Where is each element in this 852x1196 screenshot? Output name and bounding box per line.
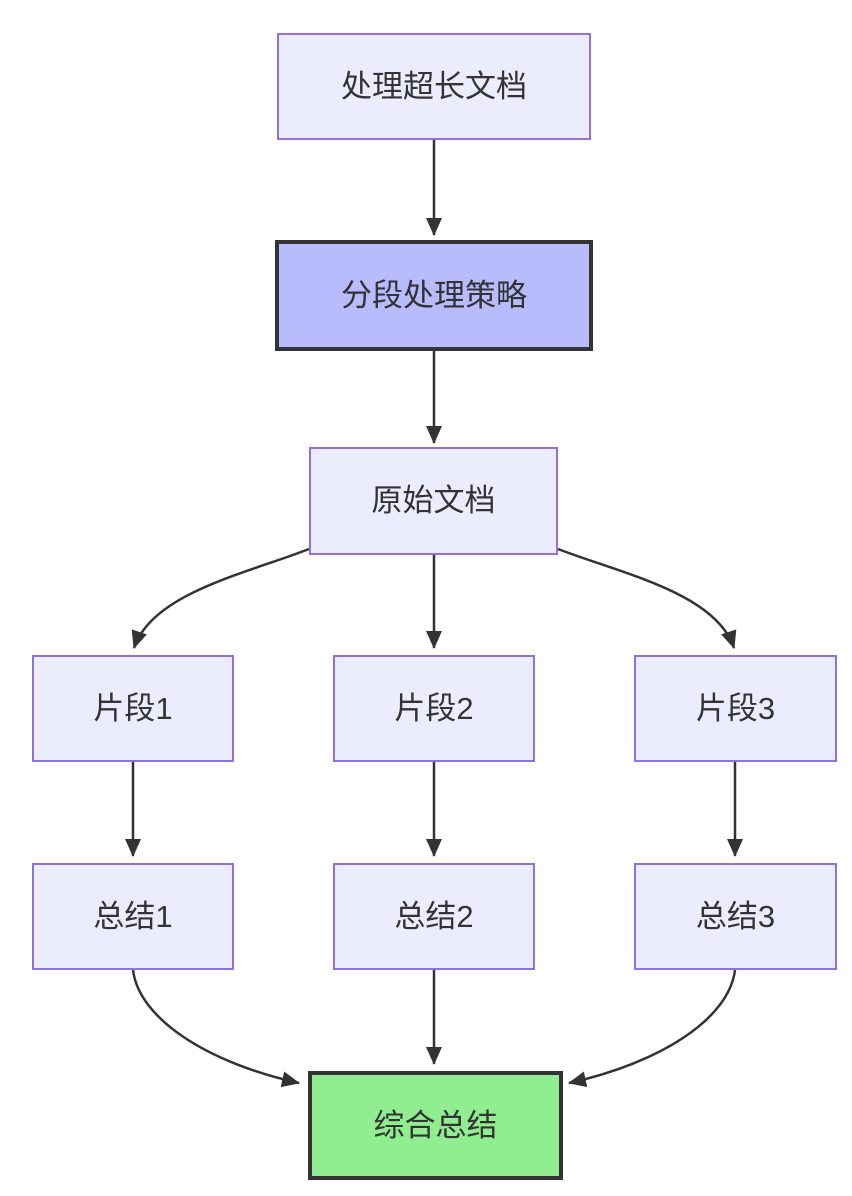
edge-doc-to-segment-1 [131, 547, 310, 649]
node-final-summary: 综合总结 [308, 1071, 563, 1180]
edge-summary-1-to-final [131, 969, 300, 1088]
node-summary-1: 总结1 [32, 863, 234, 970]
node-segment-3: 片段3 [634, 655, 837, 762]
node-segment-1-label: 片段1 [93, 690, 173, 726]
edge-summary-3-to-final [568, 969, 737, 1088]
node-segmentation-strategy-label: 分段处理策略 [341, 277, 527, 313]
node-summary-1-label: 总结1 [93, 898, 173, 934]
node-segment-2: 片段2 [333, 655, 535, 762]
node-summary-2: 总结2 [333, 863, 535, 970]
node-original-document-label: 原始文档 [371, 483, 496, 519]
node-summary-3-label: 总结3 [695, 898, 776, 934]
node-summary-2-label: 总结2 [394, 898, 474, 934]
node-segment-2-label: 片段2 [394, 690, 474, 726]
node-segment-3-label: 片段3 [695, 690, 776, 726]
node-final-summary-label: 综合总结 [373, 1107, 498, 1143]
node-process-long-document: 处理超长文档 [277, 33, 591, 140]
node-segment-1: 片段1 [32, 655, 234, 762]
node-summary-3: 总结3 [634, 863, 837, 970]
node-original-document: 原始文档 [309, 447, 558, 555]
node-process-long-document-label: 处理超长文档 [341, 68, 527, 104]
node-segmentation-strategy: 分段处理策略 [275, 240, 593, 351]
edge-doc-to-segment-3 [557, 547, 737, 649]
